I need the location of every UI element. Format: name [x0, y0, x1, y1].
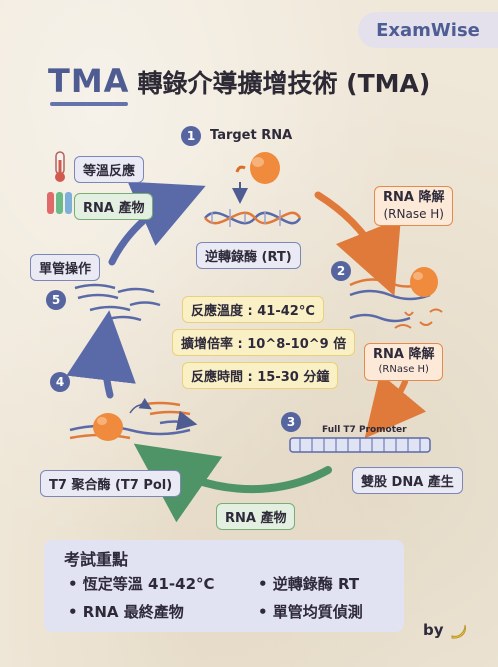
arrow-step3-to-4: [133, 443, 332, 523]
brand-badge: ExamWise: [358, 12, 498, 48]
byline: by: [423, 621, 469, 640]
step1-dna-icon: [204, 209, 302, 227]
step-1-badge: 1: [181, 126, 201, 146]
title-abbr: TMA: [48, 62, 130, 100]
step3-result-chip: 雙股 DNA 產生: [352, 467, 463, 494]
exam-points-panel: 考試重點 • 恆定等溫 41-42°C • 逆轉錄酶 RT • RNA 最終產物…: [44, 540, 404, 632]
thermometer-icon: [55, 151, 65, 182]
feature-isothermal-chip: 等溫反應: [74, 156, 145, 183]
step1-rnase-chip: RNA 降解 (RNase H): [374, 186, 454, 226]
step2-strands-icon: [349, 267, 443, 329]
arrow-step2-to-3: [364, 373, 427, 439]
step3-dna-icon: [289, 437, 431, 453]
arrow-step5-to-1: [108, 181, 206, 266]
step-5-badge: 5: [46, 290, 66, 310]
step2-rnase-chip: RNA 降解 (RNase H): [364, 343, 444, 381]
byline-text: by: [423, 621, 444, 639]
rnase-title-1: RNA 降解: [383, 190, 445, 205]
title-main: 轉錄介導擴增技術 (TMA): [137, 69, 431, 98]
exam-point-1: • 恆定等溫 41-42°C: [68, 575, 215, 593]
banana-icon: [451, 624, 466, 639]
step3-promoter-label: Full T7 Promoter: [322, 425, 407, 435]
arrow-step4-to-5: [66, 310, 136, 399]
rnase-sub-2: (RNase H): [378, 364, 429, 375]
step1-label: Target RNA: [210, 128, 293, 143]
exam-points-title: 考試重點: [64, 550, 129, 569]
arrow-step1-to-2: [314, 191, 401, 296]
feature-single-tube-chip: 單管操作: [30, 254, 101, 281]
exam-point-3: • RNA 最終產物: [68, 603, 184, 621]
step-4-badge: 4: [50, 372, 70, 392]
step4-polymerase-icon: [69, 397, 198, 441]
cycle-output-chip: RNA 產物: [216, 503, 296, 530]
step5-rna-strands-icon: [74, 283, 161, 322]
condition-amplification: 擴增倍率 : 10^8-10^9 倍: [172, 329, 356, 356]
page-title: TMA 轉錄介導擴增技術 (TMA): [48, 62, 430, 100]
title-underline: [50, 102, 128, 106]
condition-time: 反應時間 : 15-30 分鐘: [182, 362, 339, 389]
exam-point-4: • 單管均質偵測: [258, 603, 363, 621]
exam-point-2: • 逆轉錄酶 RT: [258, 575, 360, 593]
step-3-badge: 3: [281, 412, 301, 432]
rnase-title-2: RNA 降解: [373, 347, 435, 362]
feature-rna-product-chip: RNA 產物: [74, 193, 154, 220]
step4-polymerase-chip: T7 聚合酶 (T7 Pol): [40, 470, 182, 497]
rnase-sub-1: (RNase H): [383, 207, 444, 221]
step1-enzyme-icon: [235, 152, 280, 184]
test-tubes-icon: [47, 192, 72, 214]
step-2-badge: 2: [331, 261, 351, 281]
condition-temperature: 反應溫度 : 41-42°C: [182, 296, 324, 323]
step1-enzyme-chip: 逆轉錄酶 (RT): [196, 242, 301, 269]
